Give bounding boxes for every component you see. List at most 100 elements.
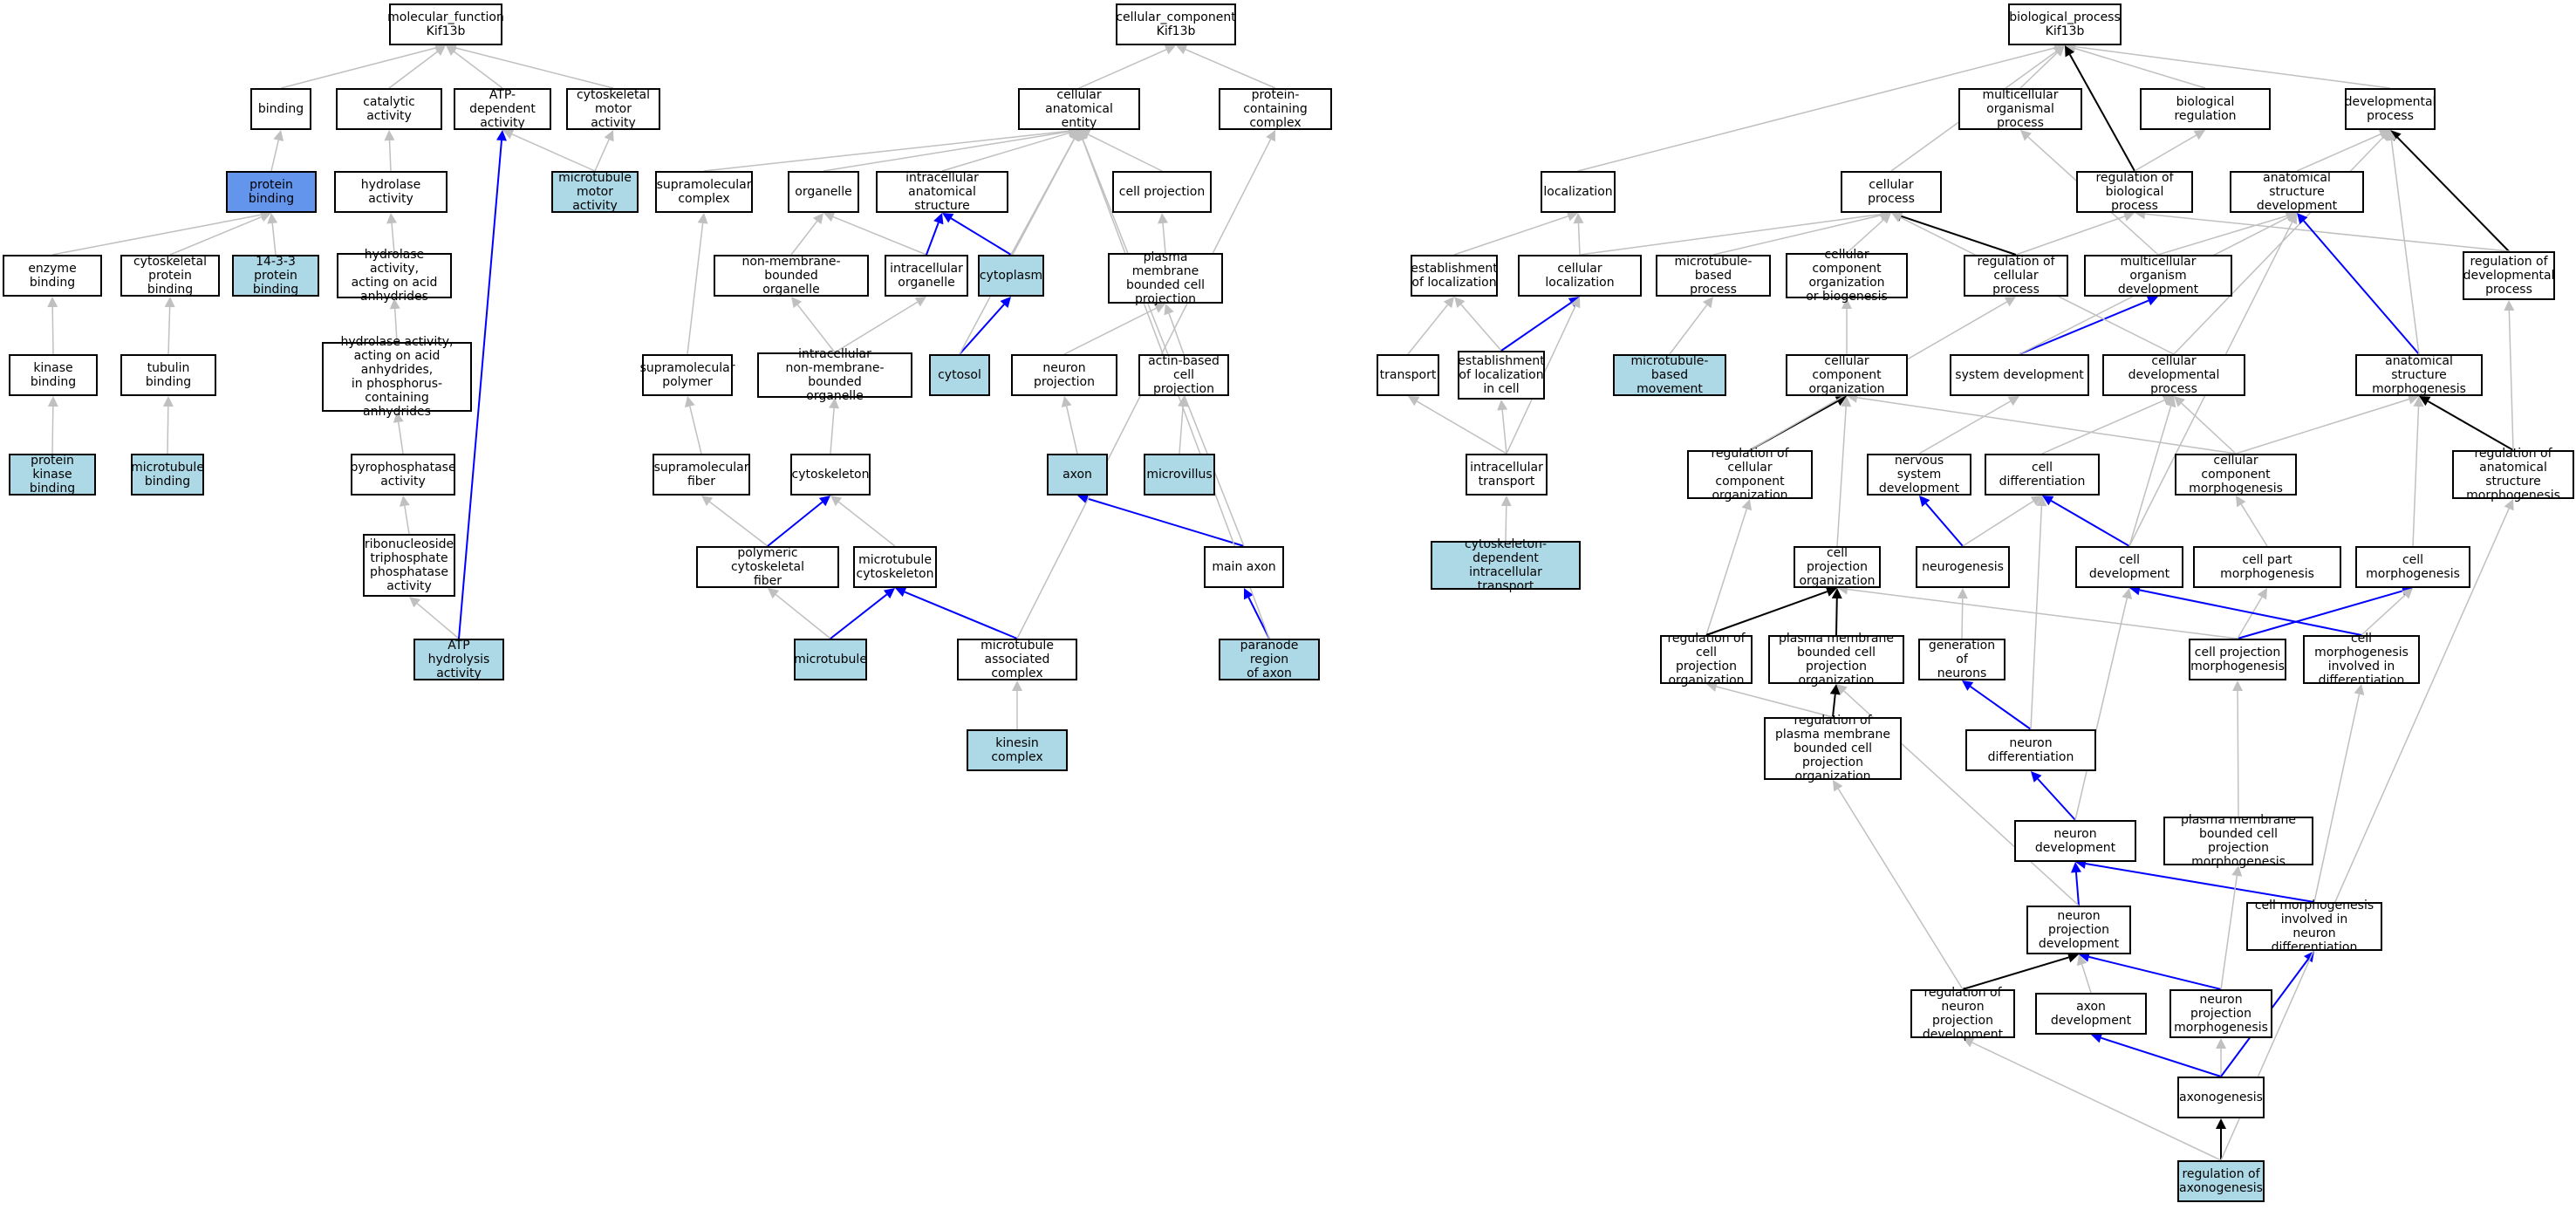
node-ribonucleoside-triphosphate-phosphatase[interactable]: ribonucleoside triphosphate phosphatase … [363,534,455,597]
node-tubulin-binding[interactable]: tubulin binding [120,354,216,396]
node-regulation-of-developmental-process[interactable]: regulation of developmental process [2463,251,2555,300]
node-microtubule-associated-complex[interactable]: microtubule associated complex [957,639,1077,680]
node-cellular-component[interactable]: cellular_component Kif13b [1116,3,1236,45]
node-regulation-of-cellular-process[interactable]: regulation of cellular process [1964,255,2068,297]
node-microtubule-based-process[interactable]: microtubule-based process [1656,255,1771,297]
node-molecular-function[interactable]: molecular_function Kif13b [387,3,504,45]
node-neuron-projection[interactable]: neuron projection [1011,354,1117,396]
node-organelle[interactable]: organelle [788,171,859,213]
node-cell-morphogenesis[interactable]: cell morphogenesis [2355,546,2470,588]
node-plasma-membrane-bounded-cell-projection[interactable]: plasma membrane bounded cell projection [1108,250,1223,306]
node-cell-projection[interactable]: cell projection [1112,171,1212,213]
node-microtubule[interactable]: microtubule [794,639,867,680]
node-microtubule-cytoskeleton[interactable]: microtubule cytoskeleton [853,546,937,588]
node-cell-differentiation[interactable]: cell differentiation [1985,454,2100,496]
node-anatomical-structure-development[interactable]: anatomical structure development [2230,171,2364,213]
node-hydrolase-activity[interactable]: hydrolase activity [334,171,448,213]
node-regulation-of-axonogenesis[interactable]: regulation of axonogenesis [2177,1160,2265,1202]
node-non-membrane-bounded-organelle[interactable]: non-membrane-bounded organelle [714,255,869,297]
node-supramolecular-fiber[interactable]: supramolecular fiber [653,454,750,496]
node-plasma-membrane-bounded-cell-projection-morphogenesis[interactable]: plasma membrane bounded cell projection … [2163,813,2313,869]
node-atp-dependent-activity[interactable]: ATP-dependent activity [454,88,551,130]
node-cytoskeletal-protein-binding[interactable]: cytoskeletal protein binding [120,255,220,297]
node-cytoplasm[interactable]: cytoplasm [978,255,1044,297]
node-cytoskeleton-dependent-intracellular-transport[interactable]: cytoskeleton-dependent intracellular tra… [1431,537,1581,593]
node-cytosol[interactable]: cytosol [929,354,990,396]
node-cytoskeleton[interactable]: cytoskeleton [790,454,871,496]
node-cell-morphogenesis-involved-in-differentiation[interactable]: cell morphogenesis involved in different… [2303,632,2420,687]
edge-regulation-of-developmental-process-to-developmental-process [2396,136,2510,252]
node-regulation-of-biological-process[interactable]: regulation of biological process [2076,171,2193,213]
node-protein-binding[interactable]: protein binding [226,171,317,213]
node-protein-kinase-binding[interactable]: protein kinase binding [9,454,96,496]
node-enzyme-binding[interactable]: enzyme binding [3,255,102,297]
node-intracellular-anatomical-structure[interactable]: intracellular anatomical structure [876,171,1008,213]
node-hydrolase-acid-anhydrides[interactable]: hydrolase activity, acting on acid anhyd… [337,248,452,304]
node-axonogenesis[interactable]: axonogenesis [2177,1077,2265,1118]
edge-neuron-development-to-cell-development [2074,598,2128,821]
node-cellular-localization[interactable]: cellular localization [1518,255,1642,297]
node-cell-morphogenesis-involved-in-neuron-differentiation[interactable]: cell morphogenesis involved in neuron di… [2246,899,2382,954]
node-generation-of-neurons[interactable]: generation of neurons [1918,639,2005,680]
node-cellular-developmental-process[interactable]: cellular developmental process [2102,354,2245,396]
node-actin-based-cell-projection[interactable]: actin-based cell projection [1138,354,1229,396]
node-cellular-anatomical-entity[interactable]: cellular anatomical entity [1018,88,1140,130]
node-axon[interactable]: axon [1047,454,1108,496]
node-supramolecular-complex[interactable]: supramolecular complex [655,171,753,213]
node-neurogenesis[interactable]: neurogenesis [1916,546,2010,588]
node-establishment-of-localization-in-cell[interactable]: establishment of localization in cell [1458,351,1545,400]
node-microtubule-binding[interactable]: microtubule binding [131,454,204,496]
node-intracellular-non-membrane-bounded-organelle[interactable]: intracellular non-membrane-bounded organ… [757,347,912,403]
node-binding[interactable]: binding [250,88,311,130]
node-developmental-process[interactable]: developmental process [2345,88,2436,130]
node-supramolecular-polymer[interactable]: supramolecular polymer [640,354,735,396]
node-neuron-projection-development[interactable]: neuron projection development [2026,906,2131,954]
node-cell-part-morphogenesis[interactable]: cell part morphogenesis [2193,546,2341,588]
node-cellular-process[interactable]: cellular process [1841,171,1942,213]
node-biological-process[interactable]: biological_process Kif13b [2008,3,2122,45]
node-cytoskeletal-motor-activity[interactable]: cytoskeletal motor activity [566,88,660,130]
node-kinase-binding[interactable]: kinase binding [9,354,98,396]
node-regulation-of-anatomical-structure-morphogenesis[interactable]: regulation of anatomical structure morph… [2452,447,2574,502]
node-establishment-of-localization[interactable]: establishment of localization [1411,255,1498,297]
node-neuron-differentiation[interactable]: neuron differentiation [1965,729,2096,771]
node-multicellular-organism-development[interactable]: multicellular organism development [2084,255,2232,297]
node-microvillus[interactable]: microvillus [1144,454,1215,496]
node-intracellular-organelle[interactable]: intracellular organelle [885,255,968,297]
node-regulation-of-cell-projection-organization[interactable]: regulation of cell projection organizati… [1660,632,1753,687]
node-hydrolase-phosphorus-anhydrides[interactable]: hydrolase activity, acting on acid anhyd… [322,335,472,419]
node-intracellular-transport[interactable]: intracellular transport [1466,454,1548,496]
node-regulation-of-neuron-projection-development[interactable]: regulation of neuron projection developm… [1910,986,2015,1042]
node-system-development[interactable]: system development [1950,354,2089,396]
arrowhead-cytoplasm-to-intracellular-anatomical-structure [942,213,954,223]
node-atp-hydrolysis-activity[interactable]: ATP hydrolysis activity [413,639,504,680]
node-multicellular-organismal-process[interactable]: multicellular organismal process [1958,88,2082,130]
node-axon-development[interactable]: axon development [2035,993,2147,1035]
node-regulation-of-cellular-component-organization[interactable]: regulation of cellular component organiz… [1687,447,1813,502]
node-regulation-of-plasma-membrane-bounded-cell-projection-organization[interactable]: regulation of plasma membrane bounded ce… [1764,714,1902,783]
node-cellular-component-organization[interactable]: cellular component organization [1786,354,1908,396]
node-nervous-system-development[interactable]: nervous system development [1867,454,1971,496]
node-microtubule-motor-activity[interactable]: microtubule motor activity [551,171,639,213]
node-cell-projection-morphogenesis[interactable]: cell projection morphogenesis [2189,639,2286,680]
node-anatomical-structure-morphogenesis[interactable]: anatomical structure morphogenesis [2355,354,2483,396]
node-cell-projection-organization[interactable]: cell projection organization [1794,546,1881,588]
node-cellular-component-morphogenesis[interactable]: cellular component morphogenesis [2175,454,2297,496]
node-neuron-development[interactable]: neuron development [2014,820,2136,862]
node-localization[interactable]: localization [1541,171,1616,213]
node-neuron-projection-morphogenesis[interactable]: neuron projection morphogenesis [2169,989,2272,1038]
node-main-axon[interactable]: main axon [1204,546,1284,588]
node-paranode-region-of-axon[interactable]: paranode region of axon [1219,639,1320,680]
node-pyrophosphatase-activity[interactable]: pyrophosphatase activity [350,454,456,496]
node-transport[interactable]: transport [1377,354,1439,396]
node-plasma-membrane-bounded-cell-projection-organization[interactable]: plasma membrane bounded cell projection … [1768,632,1904,687]
node-14-3-3-protein-binding[interactable]: 14-3-3 protein binding [232,255,319,297]
node-protein-containing-complex[interactable]: protein-containing complex [1219,88,1332,130]
node-kinesin-complex[interactable]: kinesin complex [967,729,1068,771]
node-catalytic-activity[interactable]: catalytic activity [336,88,442,130]
node-cell-development[interactable]: cell development [2075,546,2183,588]
node-polymeric-cytoskeletal-fiber[interactable]: polymeric cytoskeletal fiber [696,546,839,588]
node-microtubule-based-movement[interactable]: microtubule-based movement [1613,354,1726,396]
node-biological-regulation[interactable]: biological regulation [2140,88,2271,130]
node-cellular-component-organization-or-biogenesis[interactable]: cellular component organization or bioge… [1786,248,1908,304]
